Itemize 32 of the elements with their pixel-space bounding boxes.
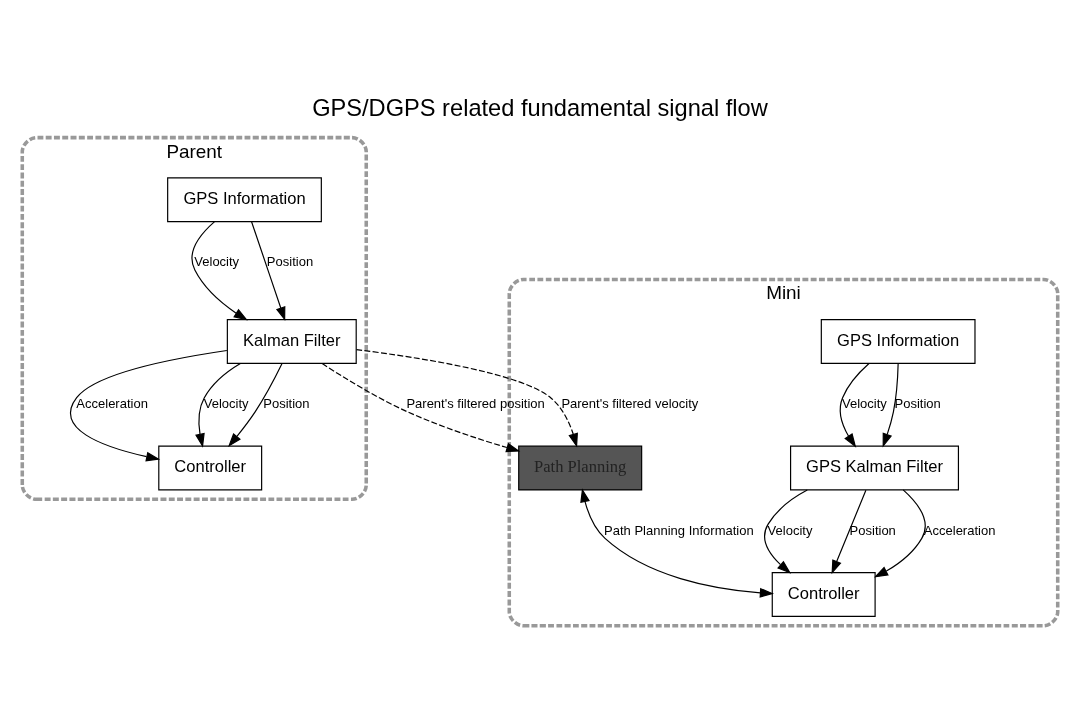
- arrow: [882, 362, 899, 447]
- diagram-title: GPS/DGPS related fundamental signal flow: [312, 94, 768, 121]
- node-box: GPS Information: [820, 318, 976, 364]
- arrow: [191, 220, 248, 320]
- edge-label: Velocity: [767, 522, 813, 538]
- arrow: [69, 349, 228, 461]
- node-box: GPS Information: [167, 176, 322, 222]
- node-box: Kalman Filter: [226, 318, 357, 364]
- arrow: [355, 348, 578, 448]
- arrow: [839, 362, 870, 448]
- edge-label: Position: [849, 522, 896, 538]
- arrow: [195, 362, 241, 448]
- arrow: [251, 220, 286, 321]
- edge-label: Parent's filtered velocity: [561, 395, 699, 411]
- edge-label: Acceleration: [76, 395, 148, 411]
- arrow: [321, 362, 521, 452]
- edge-label: Velocity: [203, 395, 249, 411]
- edge-label: Path Planning Information: [604, 522, 754, 538]
- edge-label: Position: [894, 395, 941, 411]
- node-box: GPS Kalman Filter: [790, 445, 959, 490]
- edge-label: Velocity: [194, 253, 240, 269]
- arrow: [831, 489, 867, 574]
- edge-label: Velocity: [842, 395, 887, 411]
- edge-label: Position: [266, 253, 314, 269]
- edge-label: Acceleration: [923, 522, 996, 538]
- arrow: [873, 488, 926, 578]
- arrow: [228, 362, 283, 447]
- node-box: Controller: [771, 571, 876, 617]
- node-box: Controller: [158, 445, 263, 490]
- edge-label: Position: [263, 395, 310, 411]
- arrow: [764, 489, 808, 574]
- arrow: [580, 487, 774, 598]
